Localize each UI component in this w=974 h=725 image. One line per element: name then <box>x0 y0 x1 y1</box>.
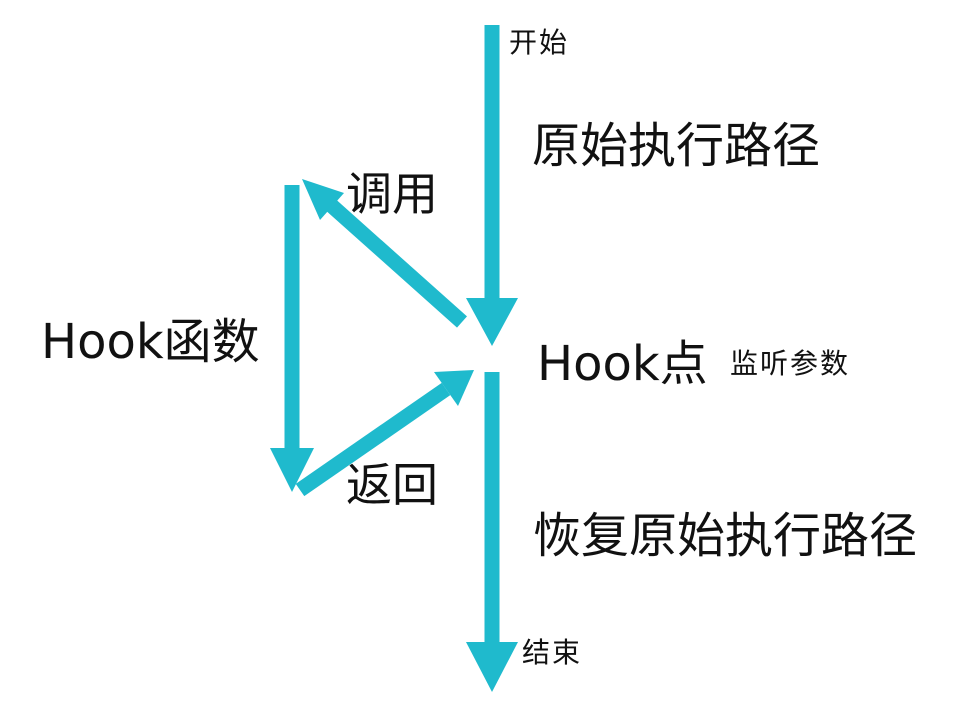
call-arrow <box>302 179 467 328</box>
resume-path-label: 恢复原始执行路径 <box>533 508 918 564</box>
return-arrow <box>295 370 474 497</box>
hook-function-arrow <box>270 185 314 492</box>
original-path-label: 原始执行路径 <box>532 118 821 174</box>
main-path-top-arrow <box>466 25 518 346</box>
hook-point-label: Hook点 <box>537 336 708 392</box>
return-label: 返回 <box>346 458 438 512</box>
main-path-bottom-arrow <box>466 372 518 692</box>
hook-function-label: Hook函数 <box>41 314 260 370</box>
end-label: 结束 <box>522 636 583 669</box>
start-label: 开始 <box>509 26 570 59</box>
call-label: 调用 <box>346 167 438 221</box>
listen-params-label: 监听参数 <box>730 347 851 380</box>
